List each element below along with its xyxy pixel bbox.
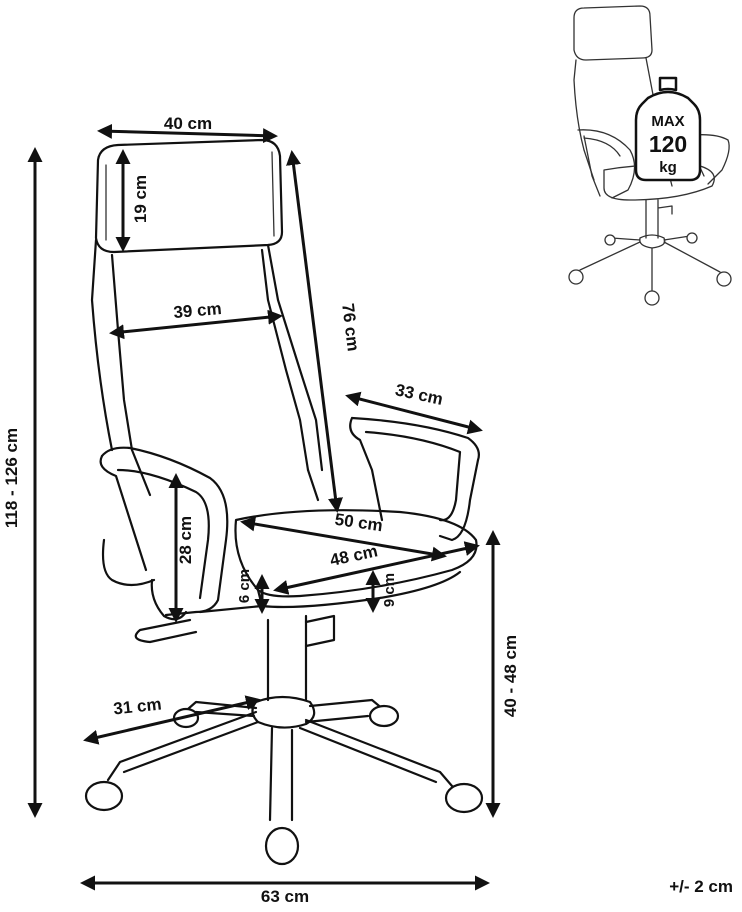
arrow-armrest-depth bbox=[345, 391, 483, 435]
label-backrest-width: 39 cm bbox=[173, 299, 223, 322]
arrow-backrest-width bbox=[109, 309, 283, 340]
caster-right bbox=[444, 782, 484, 814]
caster-left bbox=[84, 780, 124, 812]
chair-base bbox=[251, 695, 316, 729]
gas-lift bbox=[266, 614, 308, 702]
label-seat-height: 40 - 48 cm bbox=[501, 635, 520, 717]
left-armrest-outline bbox=[100, 446, 229, 617]
label-armrest-height: 28 cm bbox=[176, 516, 195, 564]
label-backrest-height: 76 cm bbox=[338, 302, 363, 352]
caster-back-right bbox=[368, 704, 400, 728]
dimension-labels: 40 cm 19 cm 39 cm 76 cm 118 - 126 cm 33 … bbox=[2, 114, 733, 906]
headrest-outline bbox=[94, 138, 284, 254]
label-seat-depth: 48 cm bbox=[328, 541, 379, 570]
label-base-width: 63 cm bbox=[261, 887, 309, 906]
max-load-weight-icon: MAX 120 kg bbox=[634, 76, 702, 182]
label-leg-length: 31 cm bbox=[112, 695, 162, 719]
max-load-line3: kg bbox=[659, 159, 677, 176]
backrest-outline bbox=[90, 238, 324, 472]
arrow-backrest-height bbox=[286, 150, 343, 513]
arrow-leg-length bbox=[83, 695, 261, 745]
weight-icon bbox=[634, 76, 702, 182]
caster-front bbox=[264, 826, 300, 866]
max-load-line1: MAX bbox=[651, 113, 684, 130]
label-armrest-depth: 33 cm bbox=[394, 380, 445, 409]
chair-drawing bbox=[84, 138, 484, 866]
label-tolerance: +/- 2 cm bbox=[669, 877, 733, 896]
reference-chair-drawing bbox=[568, 5, 732, 306]
label-total-height: 118 - 126 cm bbox=[2, 428, 21, 528]
arrow-headrest-width bbox=[97, 123, 278, 144]
arrow-seat-depth bbox=[273, 541, 480, 595]
label-headrest-width: 40 cm bbox=[164, 114, 212, 133]
label-seat-width: 50 cm bbox=[334, 510, 384, 536]
dimension-arrows bbox=[27, 123, 501, 891]
label-seat-thickness-side: 9 cm bbox=[381, 573, 398, 607]
max-load-line2: 120 bbox=[649, 131, 687, 157]
label-seat-thickness-front: 6 cm bbox=[236, 569, 253, 603]
label-headrest-height: 19 cm bbox=[131, 175, 150, 223]
